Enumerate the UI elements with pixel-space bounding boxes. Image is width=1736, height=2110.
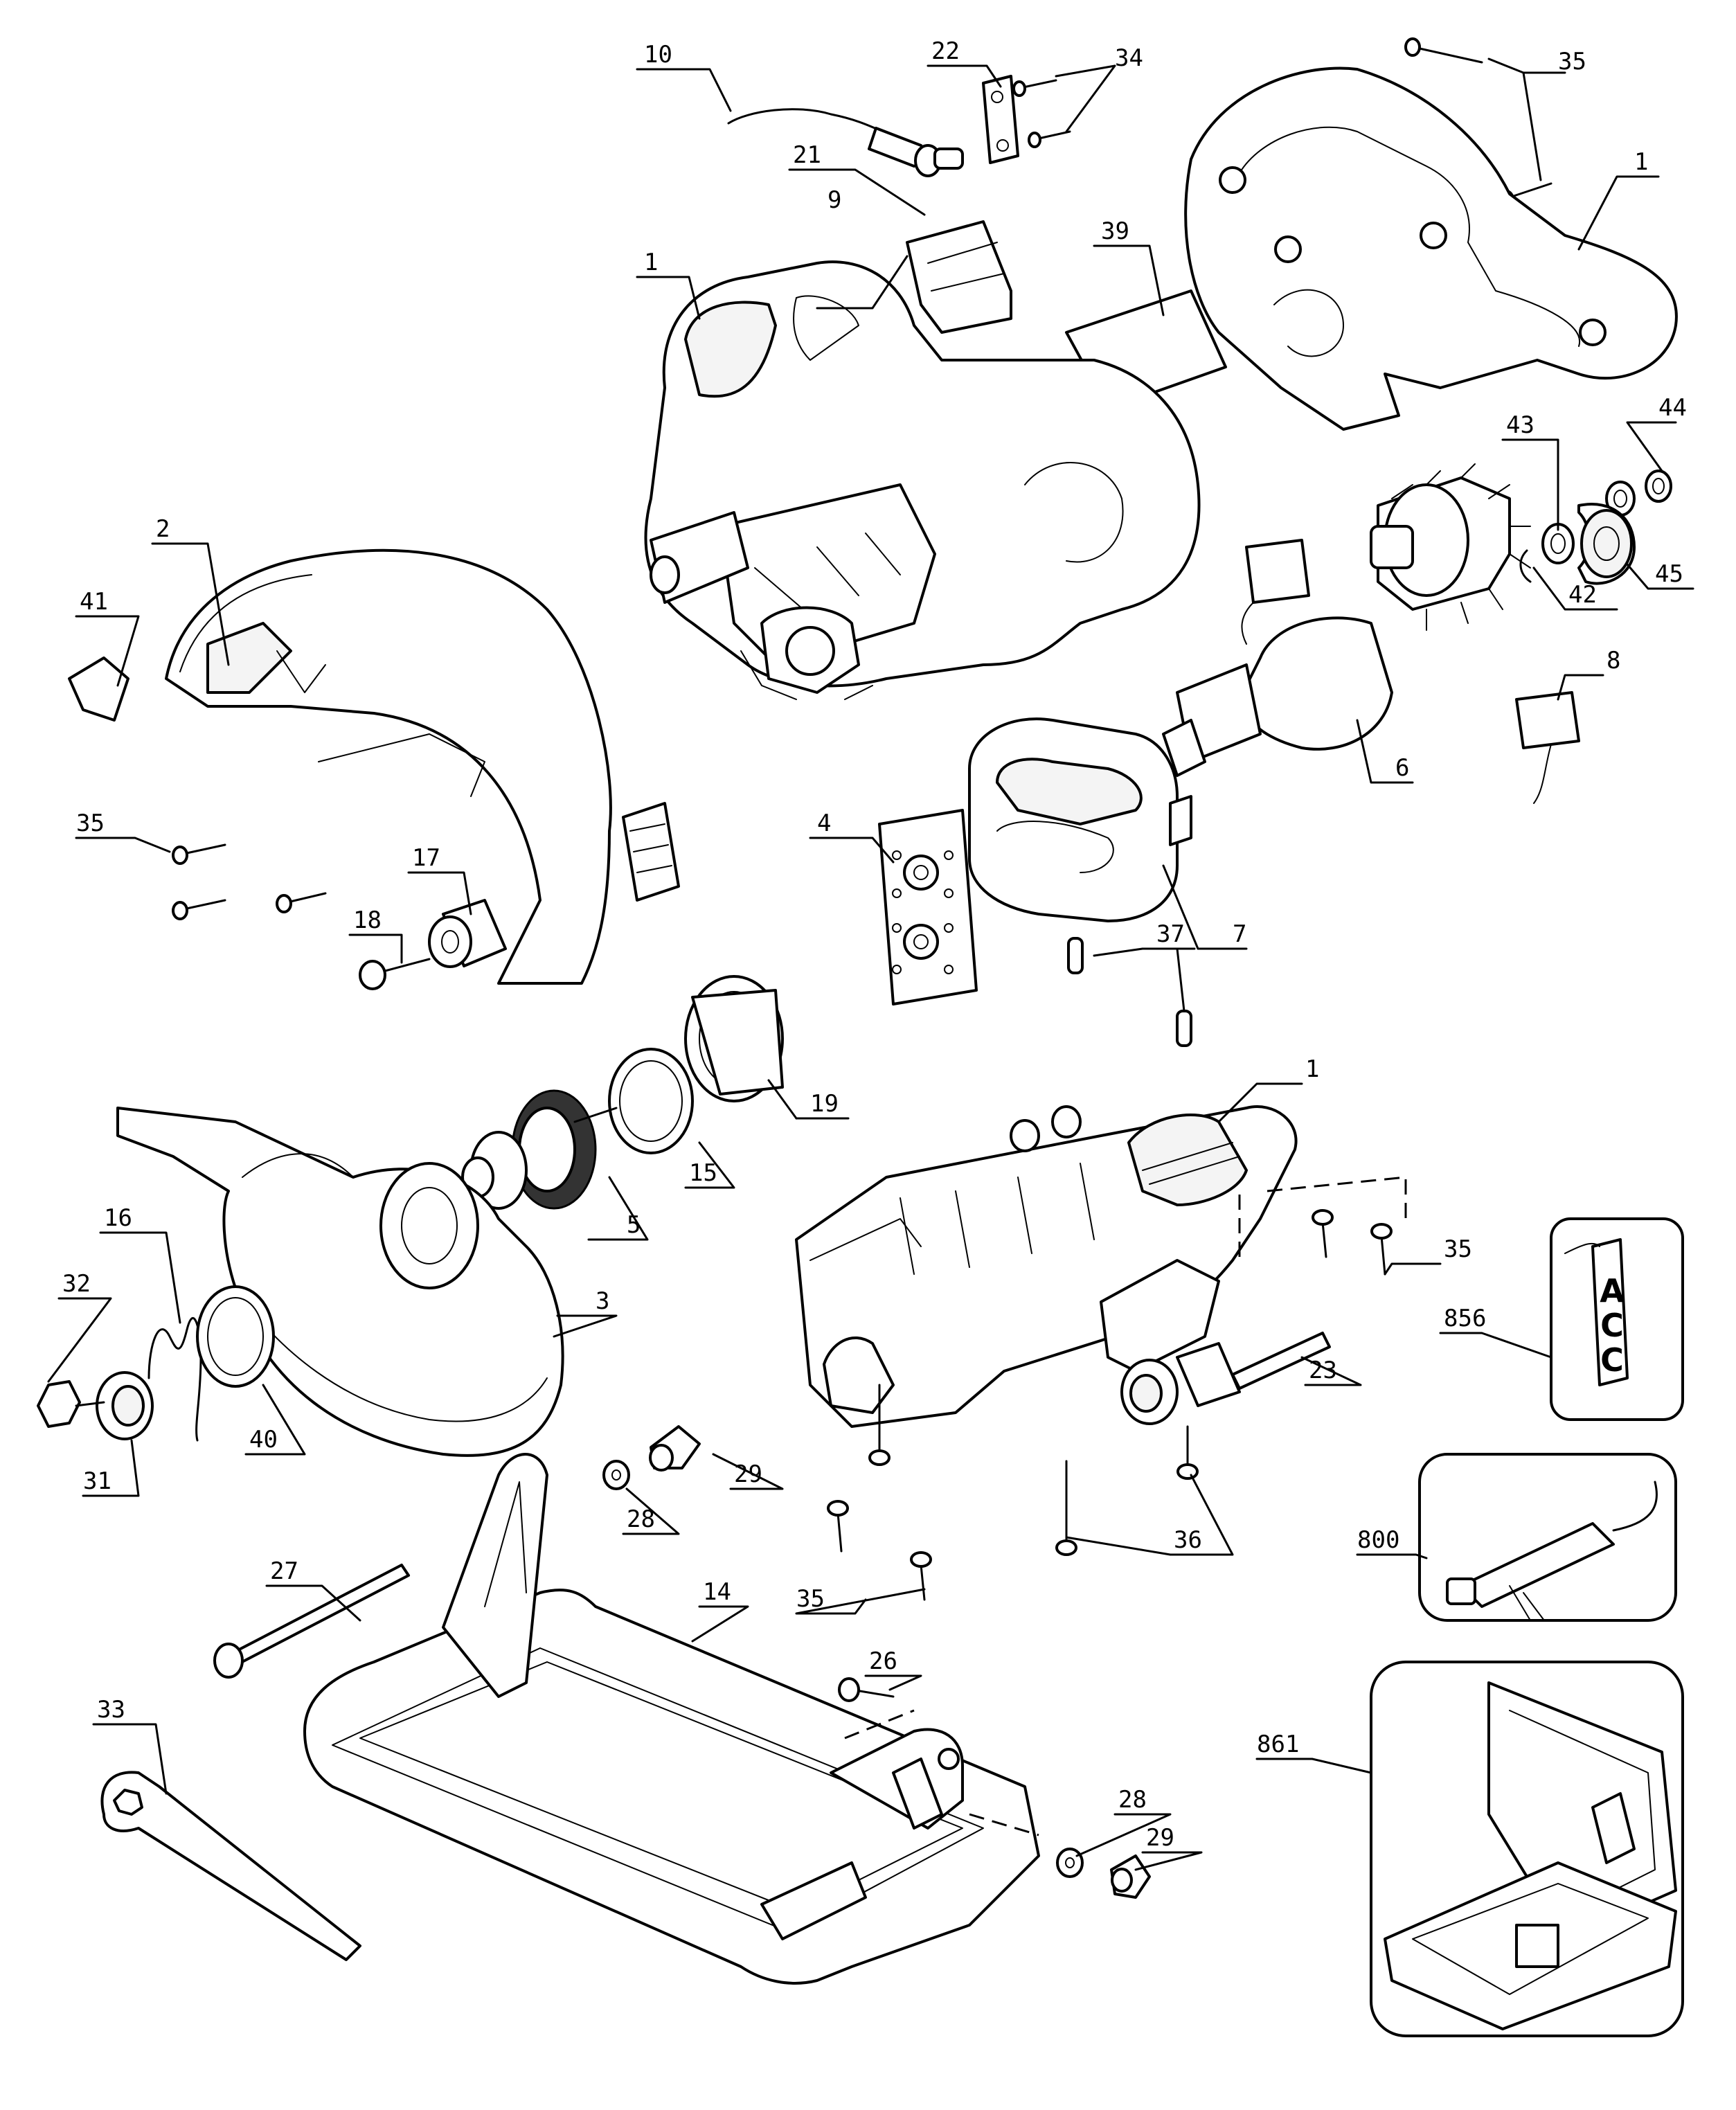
part-wing-nut-upper [649, 1425, 701, 1472]
callout-9: 9 [827, 186, 841, 214]
callout-35-base: 35 [796, 1585, 825, 1613]
callout-39: 39 [1101, 217, 1129, 245]
part-handle-half [1184, 66, 1678, 431]
part-trigger-switch [906, 220, 1012, 334]
part-pivot-bolt [359, 958, 431, 990]
inset-accessory-label: A C C [1550, 1217, 1684, 1421]
part-washer-lower [1056, 1848, 1084, 1878]
part-gear-case-screws [1312, 1209, 1393, 1276]
callout-37: 37 [1156, 920, 1185, 948]
part-bearings [1519, 470, 1672, 585]
part-cord-clamp [982, 75, 1019, 164]
callout-7: 7 [1233, 920, 1246, 948]
callout-5: 5 [627, 1211, 641, 1239]
callout-29-lower: 29 [1146, 1824, 1174, 1852]
callout-32: 32 [62, 1270, 91, 1298]
inset-cord-set [1418, 1453, 1677, 1622]
callout-36: 36 [1174, 1526, 1202, 1554]
part-blade-wrench [100, 1771, 361, 1961]
callout-3: 3 [596, 1287, 609, 1315]
callout-2: 2 [156, 515, 170, 543]
part-spindle-gear [461, 1089, 618, 1210]
callout-44: 44 [1658, 394, 1687, 422]
callout-21: 21 [793, 141, 821, 169]
part-pivot-pin [838, 1677, 895, 1702]
callout-35-right: 35 [1444, 1235, 1472, 1263]
callout-18: 18 [353, 906, 382, 934]
callout-10: 10 [644, 41, 672, 69]
callout-27: 27 [270, 1557, 298, 1585]
part-pivot-rod [1231, 1332, 1331, 1390]
part-blade-bolt [37, 1380, 105, 1428]
callout-28-upper: 28 [627, 1505, 655, 1533]
callout-16: 16 [104, 1204, 132, 1232]
callout-41: 41 [80, 588, 108, 616]
callout-29-upper: 29 [734, 1460, 762, 1488]
screw-alignment-line [1238, 1176, 1407, 1257]
inset-carrying-case [1370, 1661, 1684, 2037]
part-washer-upper [602, 1460, 630, 1490]
part-long-screws [868, 1384, 1199, 1556]
callout-4: 4 [817, 810, 831, 837]
part-clamp-washer [96, 1371, 154, 1440]
acc-letter-2: C [1600, 1307, 1624, 1344]
acc-letter-3: C [1600, 1341, 1624, 1379]
callout-861: 861 [1257, 1731, 1299, 1758]
part-bushing [428, 899, 507, 968]
callout-1-handle: 1 [1634, 148, 1648, 176]
part-dowel-pins [1067, 937, 1192, 1047]
part-brush-holders [1241, 539, 1580, 804]
callout-35-left: 35 [76, 810, 105, 837]
callout-31: 31 [83, 1467, 111, 1495]
callout-22: 22 [931, 37, 960, 65]
callout-leaders [47, 57, 1694, 1871]
callout-42: 42 [1568, 581, 1597, 609]
callout-40: 40 [249, 1426, 278, 1454]
part-lower-guard [116, 1107, 564, 1457]
part-gear-case [795, 1105, 1298, 1428]
callout-1-gearcase: 1 [1305, 1055, 1319, 1083]
callout-labels: 10 22 34 35 1 21 9 39 1 44 43 45 42 2 41… [62, 37, 1687, 1852]
part-clamp-screws [1012, 79, 1071, 148]
part-upper-guard [165, 548, 680, 985]
callout-45: 45 [1655, 560, 1683, 588]
part-blade-washer [196, 1285, 275, 1388]
part-wing-nut-lower [1110, 1854, 1151, 1899]
callout-6: 6 [1395, 754, 1409, 782]
callout-26: 26 [869, 1647, 897, 1675]
part-baffle-plate [878, 809, 978, 1005]
callout-28-lower: 28 [1118, 1786, 1147, 1814]
part-guard-screws [172, 843, 327, 920]
callout-856: 856 [1444, 1305, 1486, 1332]
part-warning-label [68, 656, 129, 722]
callout-35-top: 35 [1558, 48, 1586, 75]
part-retaining-ring [608, 1048, 694, 1154]
callout-1-housing: 1 [644, 249, 658, 276]
callout-8: 8 [1607, 647, 1620, 674]
part-depth-rod [213, 1564, 410, 1679]
part-guard-spring [147, 1317, 202, 1442]
callout-19: 19 [810, 1090, 839, 1118]
callout-34: 34 [1115, 44, 1143, 72]
callout-23: 23 [1309, 1357, 1337, 1384]
callout-800: 800 [1357, 1526, 1399, 1554]
callout-43: 43 [1506, 411, 1534, 439]
callout-17: 17 [412, 844, 440, 872]
part-base-screws [827, 1500, 932, 1601]
acc-letter-1: A [1600, 1272, 1625, 1309]
part-armature [1162, 463, 1531, 777]
part-field-coil [968, 717, 1192, 922]
callout-15: 15 [689, 1159, 717, 1187]
part-base-shoe [303, 1453, 1040, 1985]
callout-33: 33 [97, 1696, 125, 1724]
part-bearing-retainer [684, 975, 784, 1102]
callout-14: 14 [703, 1578, 731, 1606]
part-motor-housing [644, 260, 1201, 700]
part-power-cord [727, 108, 964, 177]
